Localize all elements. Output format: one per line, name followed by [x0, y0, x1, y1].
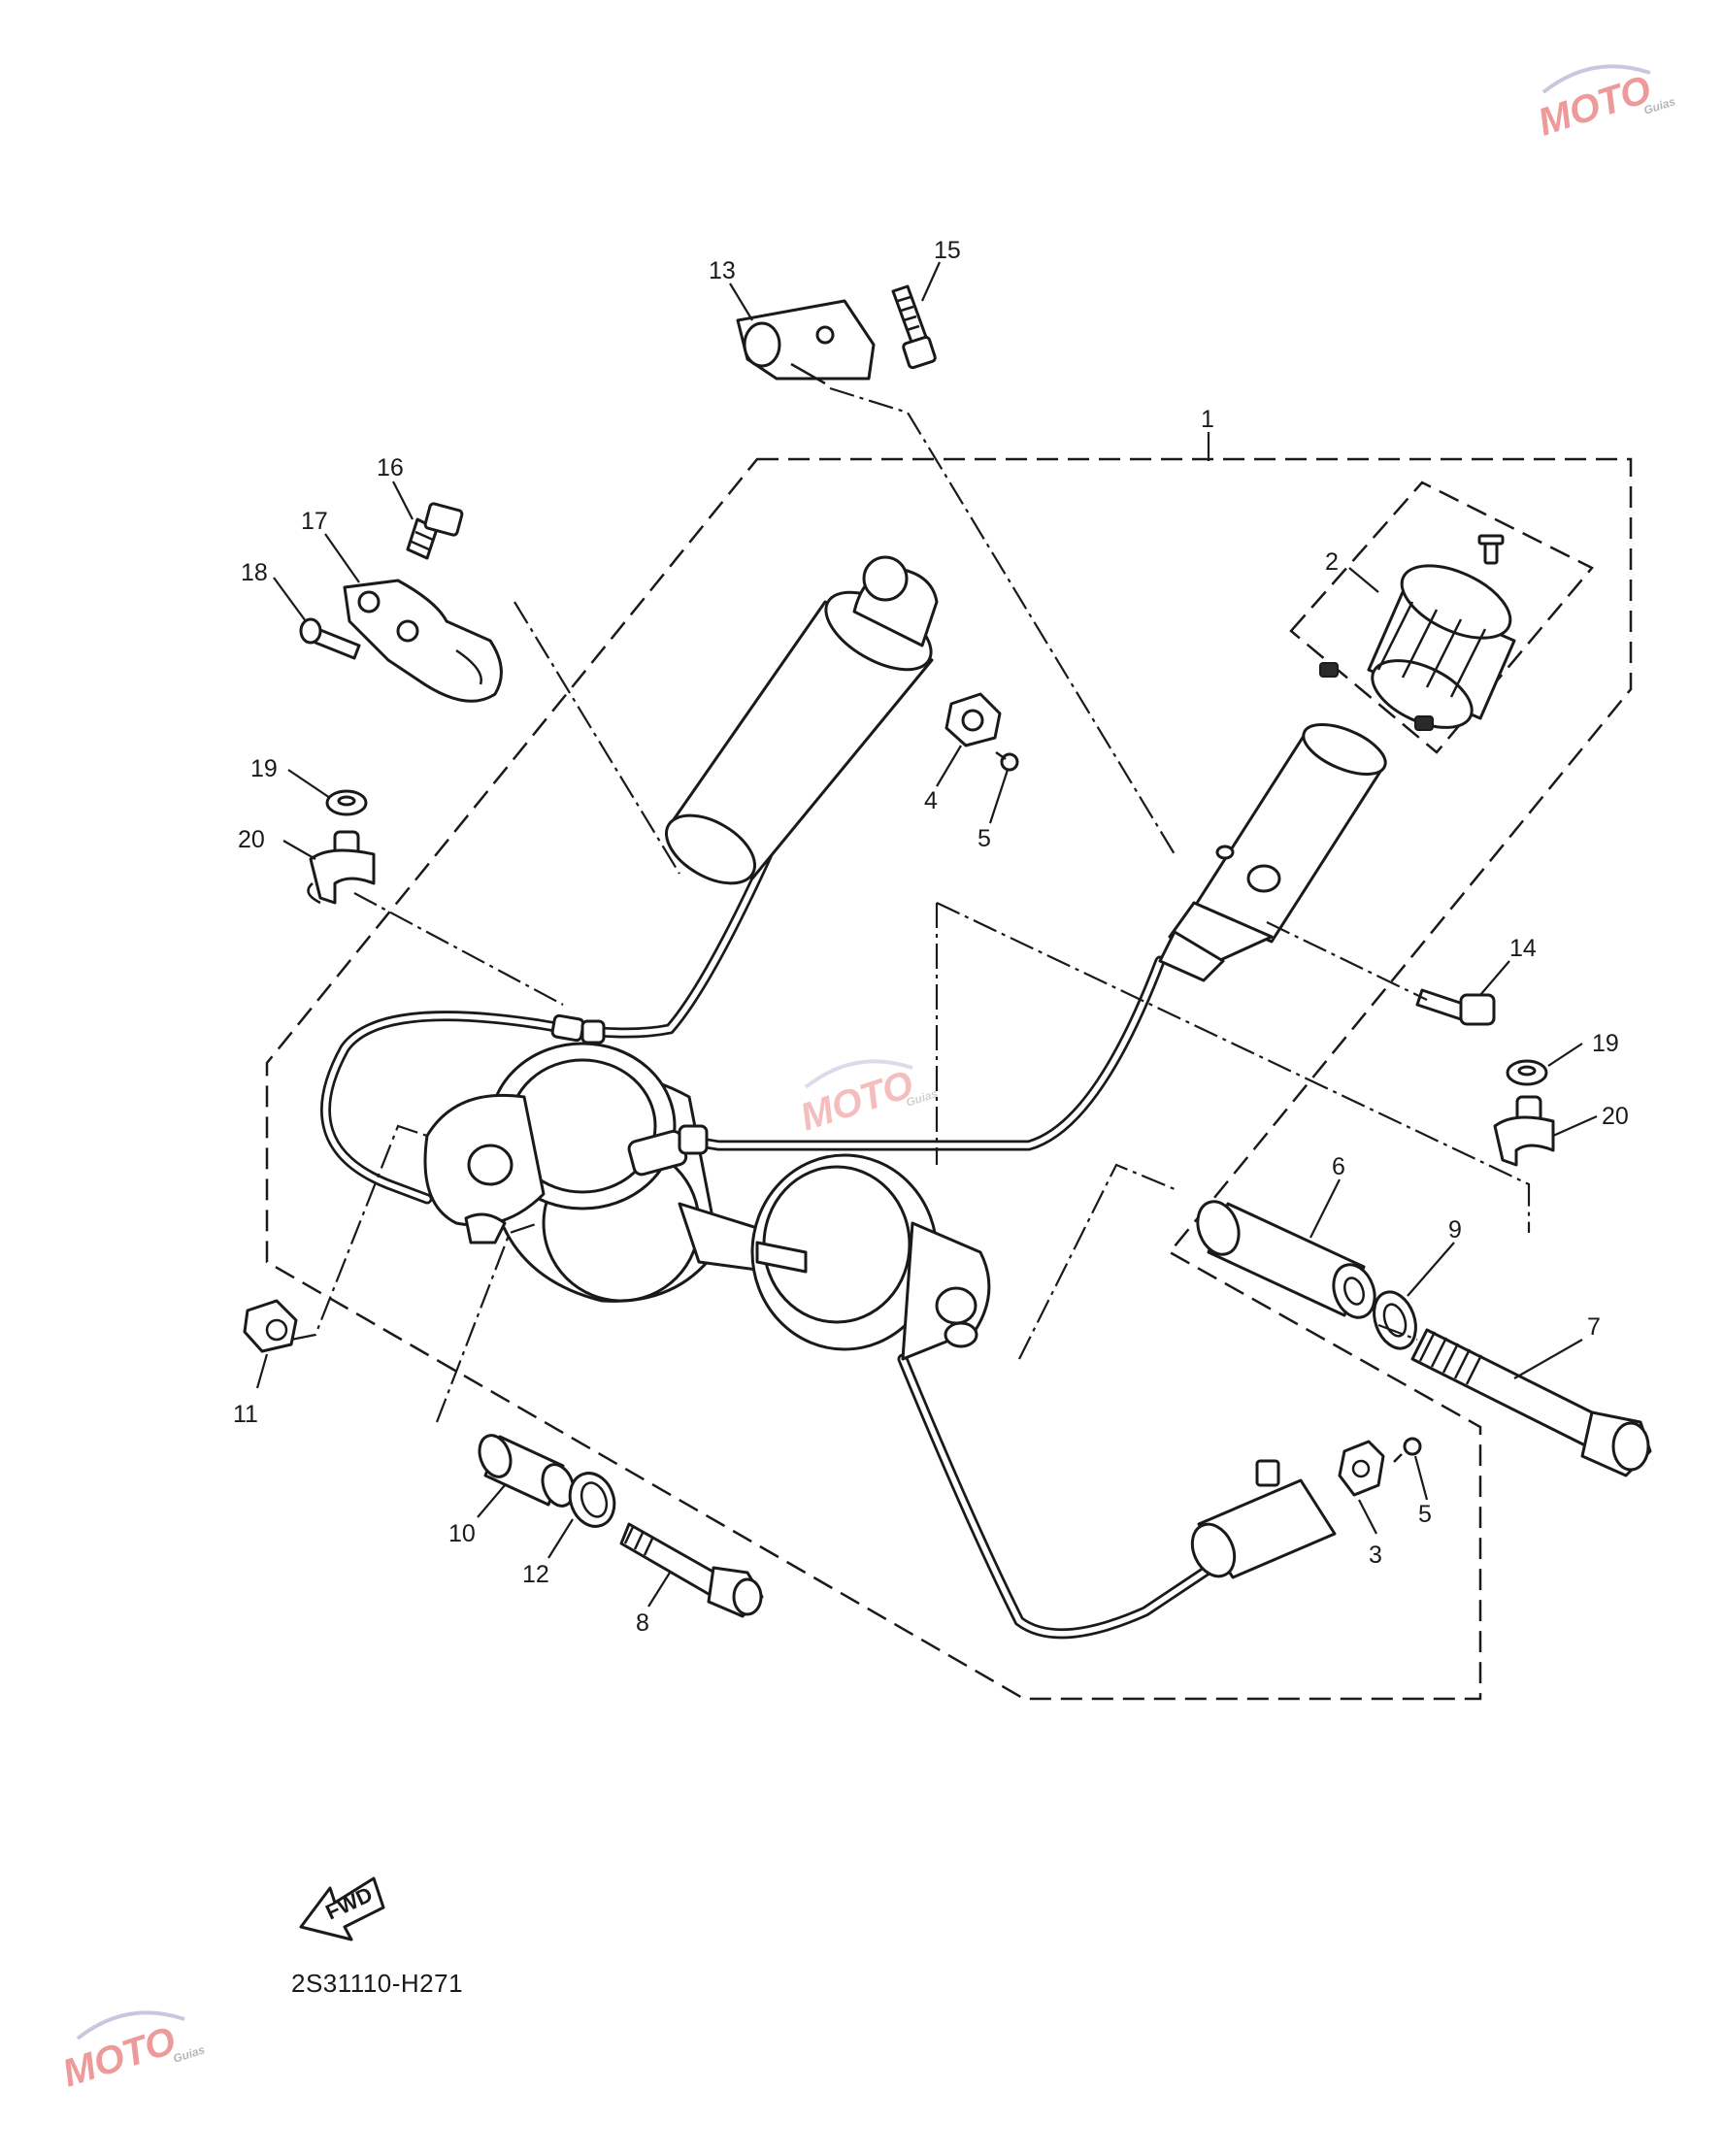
- callout-16: 16: [377, 454, 404, 481]
- callout-20-right: 20: [1602, 1103, 1629, 1130]
- collar-6: [1196, 1200, 1376, 1319]
- preload-hose: [683, 955, 1166, 1151]
- callout-5-upper: 5: [977, 825, 991, 852]
- adjuster-nut: [944, 692, 1002, 747]
- callout-2: 2: [1325, 548, 1339, 576]
- callout-5-lower: 5: [1418, 1501, 1432, 1528]
- forward-direction-arrow: FWD: [299, 1876, 385, 1941]
- hose-clip-20-right: [1493, 1095, 1555, 1167]
- callout-9: 9: [1448, 1216, 1462, 1244]
- preload-adjuster-body: [1158, 723, 1387, 982]
- assembly-boundary-1: [265, 457, 1633, 1701]
- callout-4: 4: [924, 787, 938, 814]
- callout-12: 12: [522, 1561, 549, 1588]
- watermark-logo-bottom: MOTO Guias: [57, 2010, 207, 2096]
- callout-labels: 1 2 3 4 5 5 6 7 8 9 10 11 12 13 14 15 16…: [233, 237, 1629, 1637]
- callout-leaders: [255, 261, 1598, 1608]
- damping-adjuster-hose: [897, 1353, 1224, 1640]
- washer-19-left: [325, 789, 368, 816]
- collar-10: [478, 1434, 576, 1508]
- bracket-bolt-15: [891, 284, 937, 370]
- callout-19-right: 19: [1592, 1030, 1619, 1057]
- reservoir-hose: [320, 581, 884, 1205]
- damping-adjuster-3: [1190, 1440, 1385, 1579]
- watermark-logo-center: MOTO Guias: [795, 1059, 940, 1140]
- assembly-boundary-2: [1289, 481, 1594, 754]
- callout-13: 13: [709, 257, 736, 284]
- svg-text:MOTO: MOTO: [1533, 68, 1656, 145]
- svg-text:MOTO: MOTO: [795, 1063, 918, 1140]
- mounting-bracket-17: [343, 579, 503, 703]
- diagram-code: 2S31110-H271: [291, 1969, 464, 1998]
- svg-text:MOTO: MOTO: [57, 2019, 181, 2096]
- svg-text:Guias: Guias: [172, 2042, 207, 2066]
- callout-19-left: 19: [250, 755, 278, 782]
- rear-shock-absorber: [423, 1042, 991, 1361]
- callout-7: 7: [1587, 1313, 1601, 1341]
- washer-19-right: [1506, 1059, 1548, 1086]
- watermark-logo-top: MOTO Guias: [1533, 64, 1677, 145]
- callout-10: 10: [448, 1520, 476, 1547]
- adjuster-mount-bolt-14: [1415, 988, 1496, 1026]
- bracket-bolt-16: [406, 502, 464, 560]
- washer-9: [1373, 1290, 1417, 1350]
- callout-14: 14: [1509, 935, 1537, 962]
- mounting-bolt-7: [1410, 1328, 1652, 1477]
- callout-11: 11: [233, 1401, 258, 1428]
- callout-18: 18: [241, 559, 268, 586]
- callout-15: 15: [934, 237, 961, 264]
- hose-clamp-bracket: [736, 299, 876, 385]
- mounting-bolt-8: [619, 1522, 764, 1618]
- callout-6: 6: [1332, 1153, 1345, 1180]
- bracket-pin-18: [299, 617, 361, 660]
- small-screw-lower: [1393, 1437, 1422, 1463]
- small-screw-upper: [995, 750, 1019, 772]
- callout-20-left: 20: [238, 826, 265, 853]
- callout-3: 3: [1369, 1542, 1382, 1569]
- collar-12: [568, 1472, 616, 1528]
- callout-1: 1: [1201, 406, 1214, 433]
- hose-clip-20-left: [307, 830, 376, 905]
- callout-8: 8: [636, 1609, 649, 1637]
- callout-17: 17: [301, 508, 328, 535]
- preload-adjuster-knob: [1319, 534, 1516, 731]
- remote-reservoir: [664, 555, 939, 885]
- flange-nut-11: [243, 1299, 298, 1353]
- assembly-relation-lines: [290, 386, 1531, 1423]
